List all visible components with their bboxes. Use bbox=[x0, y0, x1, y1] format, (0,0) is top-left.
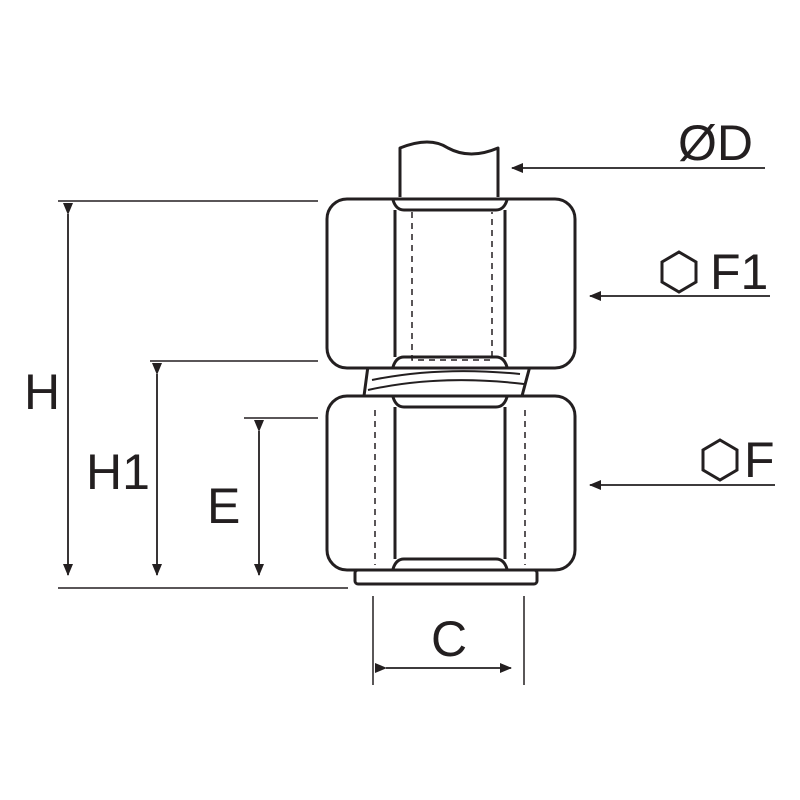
tube-stub bbox=[398, 140, 500, 197]
upper-hex-nut bbox=[325, 197, 577, 370]
thread-lines bbox=[367, 370, 525, 391]
hex-symbol-f-icon bbox=[701, 438, 739, 482]
hidden-lines bbox=[374, 212, 526, 565]
extension-lines bbox=[58, 200, 525, 685]
label-diameter-d: ØD bbox=[678, 115, 753, 171]
label-f: F bbox=[744, 432, 775, 488]
label-c: C bbox=[431, 611, 467, 667]
label-h: H bbox=[24, 364, 60, 420]
dimension-lines bbox=[63, 163, 775, 673]
bottom-washer bbox=[353, 568, 539, 586]
upper-hex-face bbox=[391, 199, 509, 368]
hex-symbol-f1-icon bbox=[660, 250, 698, 294]
lower-hex-nut bbox=[325, 394, 577, 572]
lower-hex-face bbox=[391, 396, 509, 570]
label-h1: H1 bbox=[86, 444, 150, 500]
label-e: E bbox=[207, 478, 240, 534]
label-f1: F1 bbox=[710, 244, 768, 300]
